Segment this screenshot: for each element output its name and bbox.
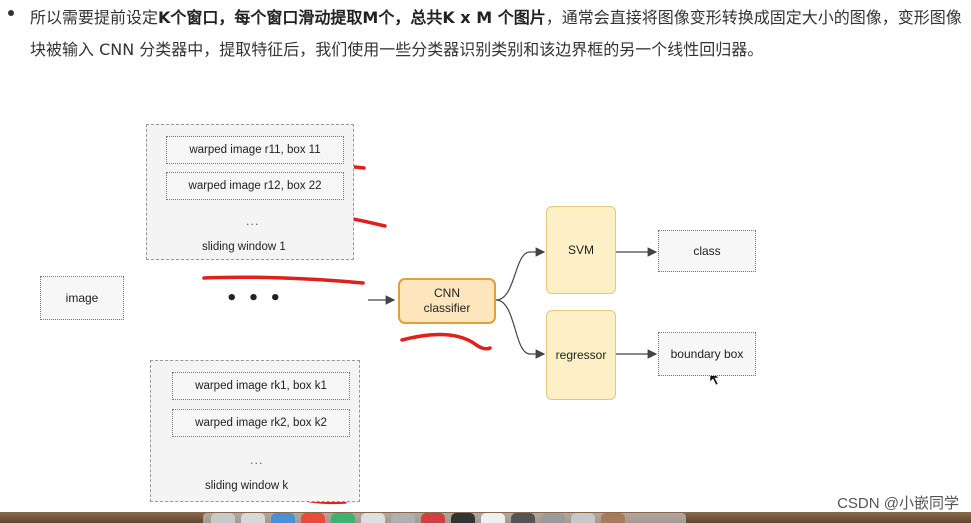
warped-image-rk1-label: warped image rk1, box k1	[195, 380, 327, 392]
dock-app-icon[interactable]	[541, 513, 565, 523]
dock-app-icon[interactable]	[271, 513, 295, 523]
dock-app-icon[interactable]	[361, 513, 385, 523]
svm-label: SVM	[567, 243, 594, 257]
dock-app-icon[interactable]	[571, 513, 595, 523]
cnn-label: CNN	[434, 286, 460, 300]
csdn-watermark: CSDN @小嵌同学	[837, 495, 959, 512]
class-node: class	[658, 230, 756, 272]
windowk-ellipsis: ...	[250, 454, 264, 467]
middle-ellipsis: • • •	[226, 288, 284, 309]
paragraph: 所以需要提前设定K个窗口，每个窗口滑动提取M个，总共K x M 个图片，通常会直…	[30, 2, 965, 66]
warped-image-rk2-label: warped image rk2, box k2	[195, 417, 327, 429]
dock-app-icon[interactable]	[481, 513, 505, 523]
dock-app-icon[interactable]	[451, 513, 475, 523]
image-label: image	[65, 291, 99, 305]
dock-app-icon[interactable]	[511, 513, 535, 523]
article-text: 所以需要提前设定K个窗口，每个窗口滑动提取M个，总共K x M 个图片，通常会直…	[0, 0, 971, 112]
classifier-label: classifier	[423, 301, 471, 315]
dock-app-icon[interactable]	[331, 513, 355, 523]
paragraph-part-2: ，通常会直接将图像变形转换成固定大小的图像，变形图像块被输入 CNN 分类器中，…	[30, 8, 962, 59]
cnn-classifier-node: CNN classifier	[398, 278, 496, 324]
bullet-dot-icon	[8, 10, 14, 16]
sliding-window-k-label: sliding window k	[205, 480, 289, 492]
window1-ellipsis: ...	[246, 215, 260, 228]
warped-image-rk1: warped image rk1, box k1	[172, 372, 350, 400]
mac-dock	[203, 513, 686, 523]
rcnn-diagram: image warped image r11, box 11 warped im…	[0, 112, 971, 512]
arrow-cnn-svm	[495, 247, 546, 301]
regressor-node: regressor	[546, 310, 616, 400]
svm-node: SVM	[546, 206, 616, 294]
arrow-cnn-regressor	[495, 299, 546, 359]
dock-app-icon[interactable]	[601, 513, 625, 523]
dock-app-icon[interactable]	[391, 513, 415, 523]
dock-app-icon[interactable]	[421, 513, 445, 523]
underline-5	[400, 332, 492, 351]
boundary-box-node: boundary box	[658, 332, 756, 376]
paragraph-bold: K个窗口，每个窗口滑动提取M个，总共K x M 个图片	[158, 8, 546, 27]
paragraph-part-1: 所以需要提前设定	[30, 8, 159, 27]
warped-image-r12: warped image r12, box 22	[166, 172, 344, 200]
warped-image-r11: warped image r11, box 11	[166, 136, 344, 164]
warped-image-rk2: warped image rk2, box k2	[172, 409, 350, 437]
dock-app-icon[interactable]	[301, 513, 325, 523]
class-label: class	[693, 244, 721, 258]
regressor-label: regressor	[555, 348, 607, 362]
dock-app-icon[interactable]	[241, 513, 265, 523]
underline-4	[202, 275, 365, 285]
warped-image-r12-label: warped image r12, box 22	[188, 180, 322, 192]
warped-image-r11-label: warped image r11, box 11	[189, 144, 321, 156]
boundary-box-label: boundary box	[670, 347, 744, 361]
dock-app-icon[interactable]	[211, 513, 235, 523]
image-node: image	[40, 276, 124, 320]
sliding-window-1-label: sliding window 1	[202, 241, 286, 253]
